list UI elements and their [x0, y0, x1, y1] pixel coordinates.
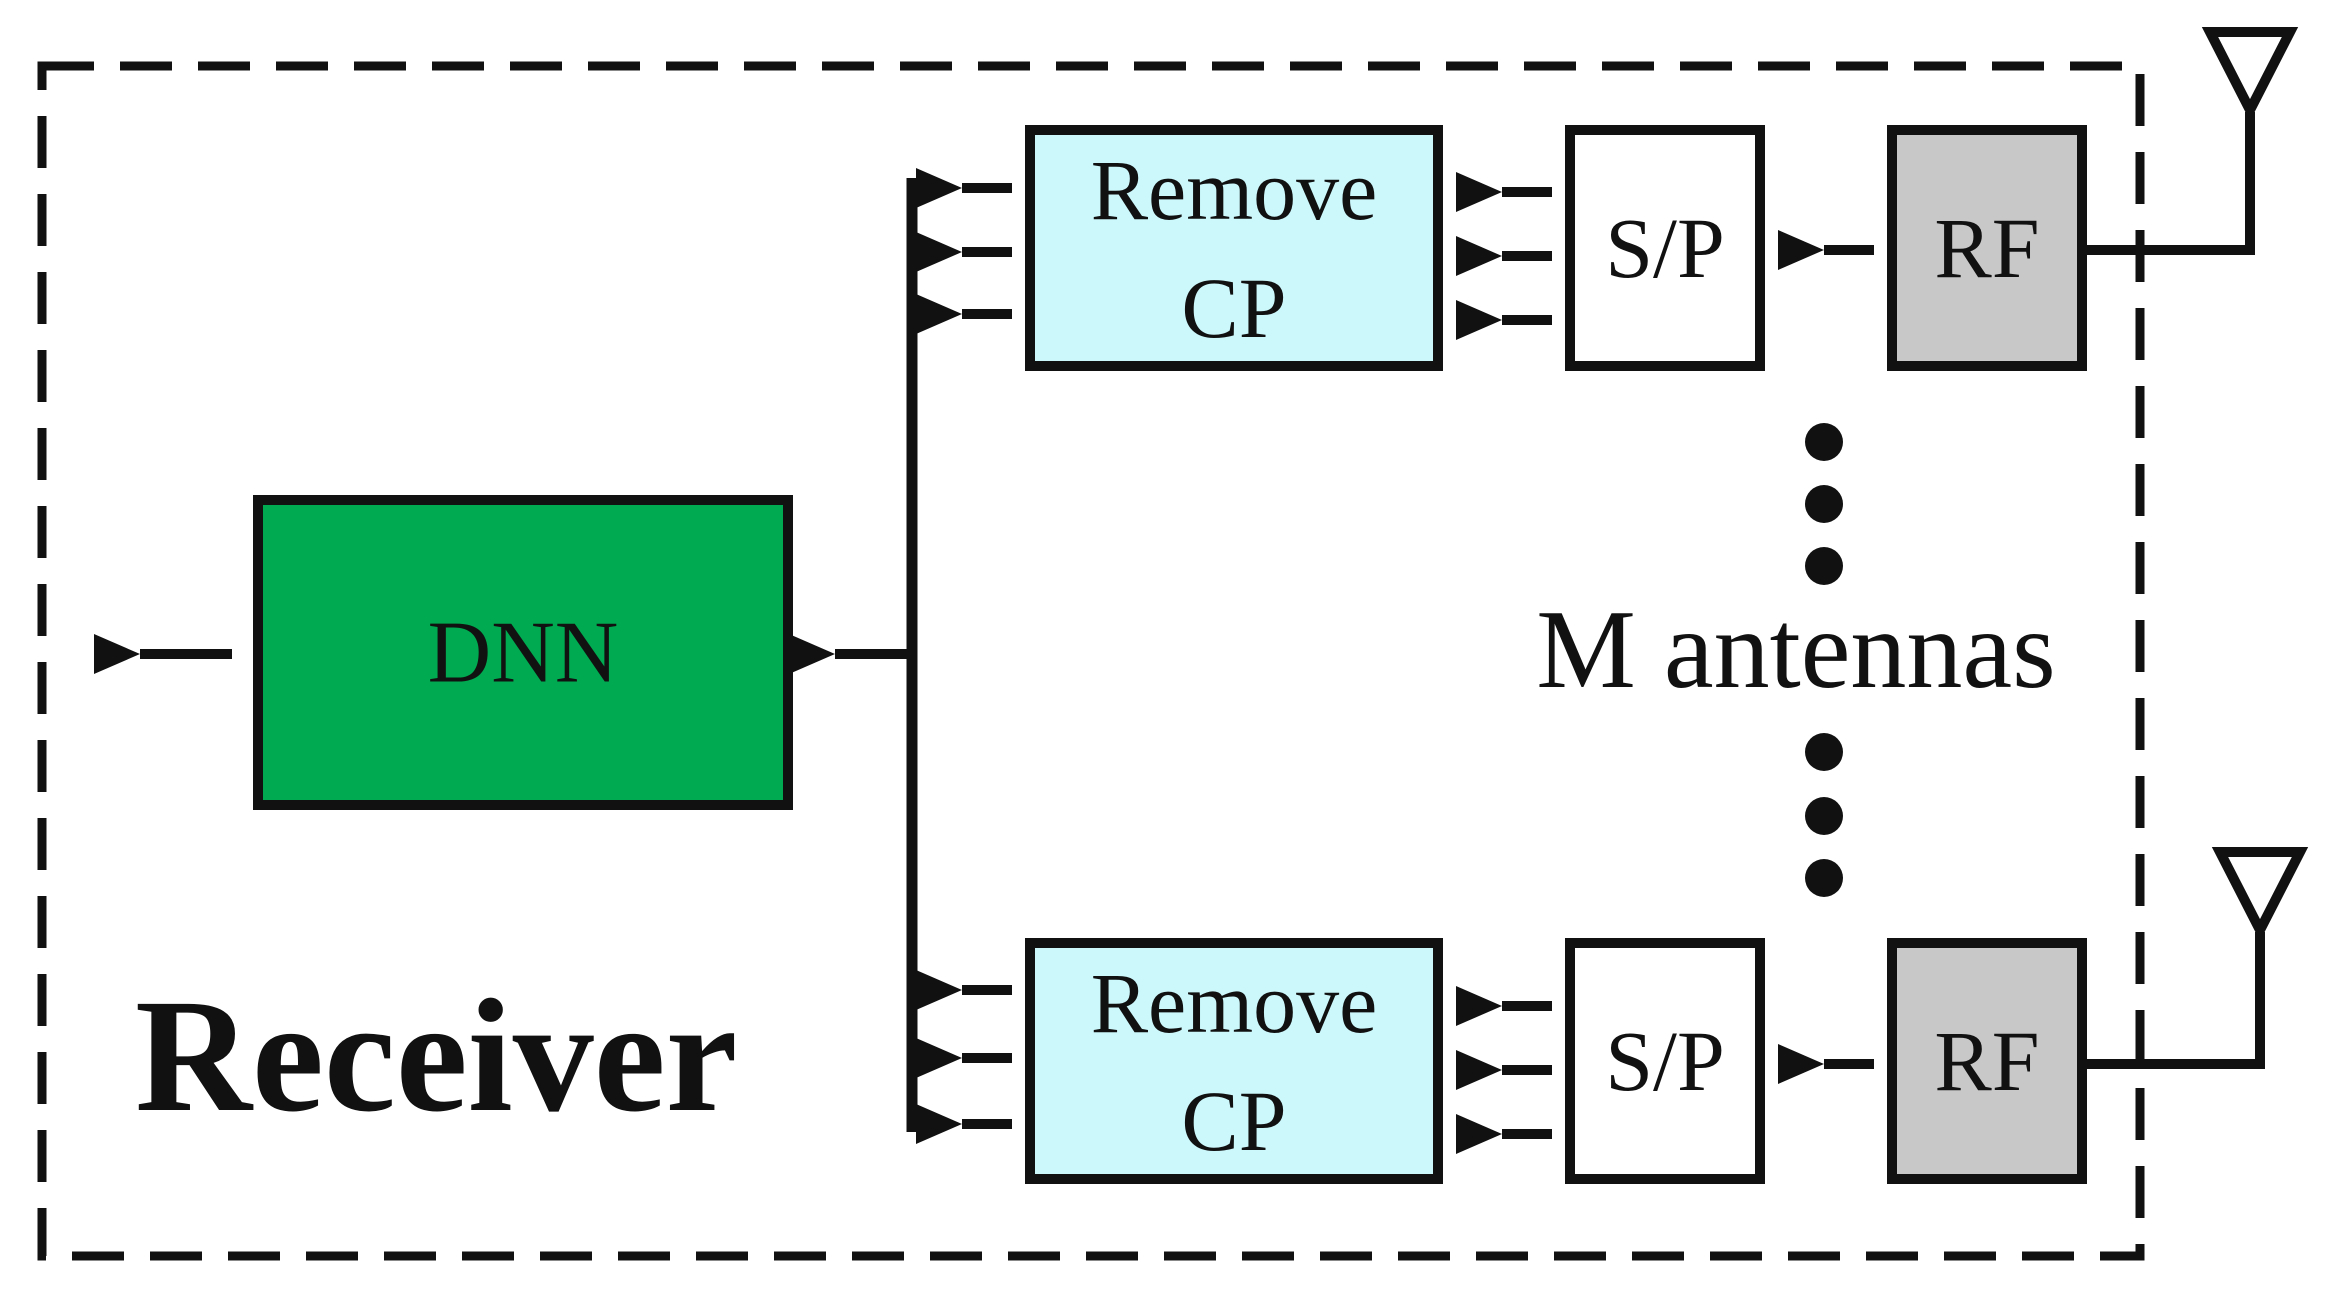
- receiver-boundary: [37, 61, 2145, 1261]
- sp-block: [1565, 125, 1765, 371]
- receiver-label: Receiver: [135, 967, 738, 1146]
- remove-cp-block: [1025, 938, 1443, 1184]
- remove-cp-label-line1: Remove: [1091, 142, 1378, 238]
- sp-block: [1565, 938, 1765, 1184]
- antenna-icon: [2082, 27, 2299, 255]
- dnn-label: DNN: [428, 605, 619, 702]
- dnn-block: [253, 495, 793, 810]
- rf-label: RF: [1934, 200, 2039, 296]
- rf-block: [1887, 938, 2087, 1184]
- antenna-icon: [2082, 847, 2309, 1069]
- vertical-ellipsis-icon: [1805, 733, 1843, 897]
- rf-label: RF: [1934, 1013, 2039, 1109]
- remove-cp-block: [1025, 125, 1443, 371]
- remove-cp-label-line2: CP: [1181, 1073, 1286, 1169]
- sp-label: S/P: [1605, 200, 1725, 296]
- rf-block: [1887, 125, 2087, 371]
- remove-cp-label-line2: CP: [1181, 260, 1286, 356]
- vertical-ellipsis-icon: [1805, 423, 1843, 585]
- antenna-count-label: M antennas: [1536, 588, 2055, 712]
- sp-label: S/P: [1605, 1013, 1725, 1109]
- remove-cp-label-line1: Remove: [1091, 955, 1378, 1051]
